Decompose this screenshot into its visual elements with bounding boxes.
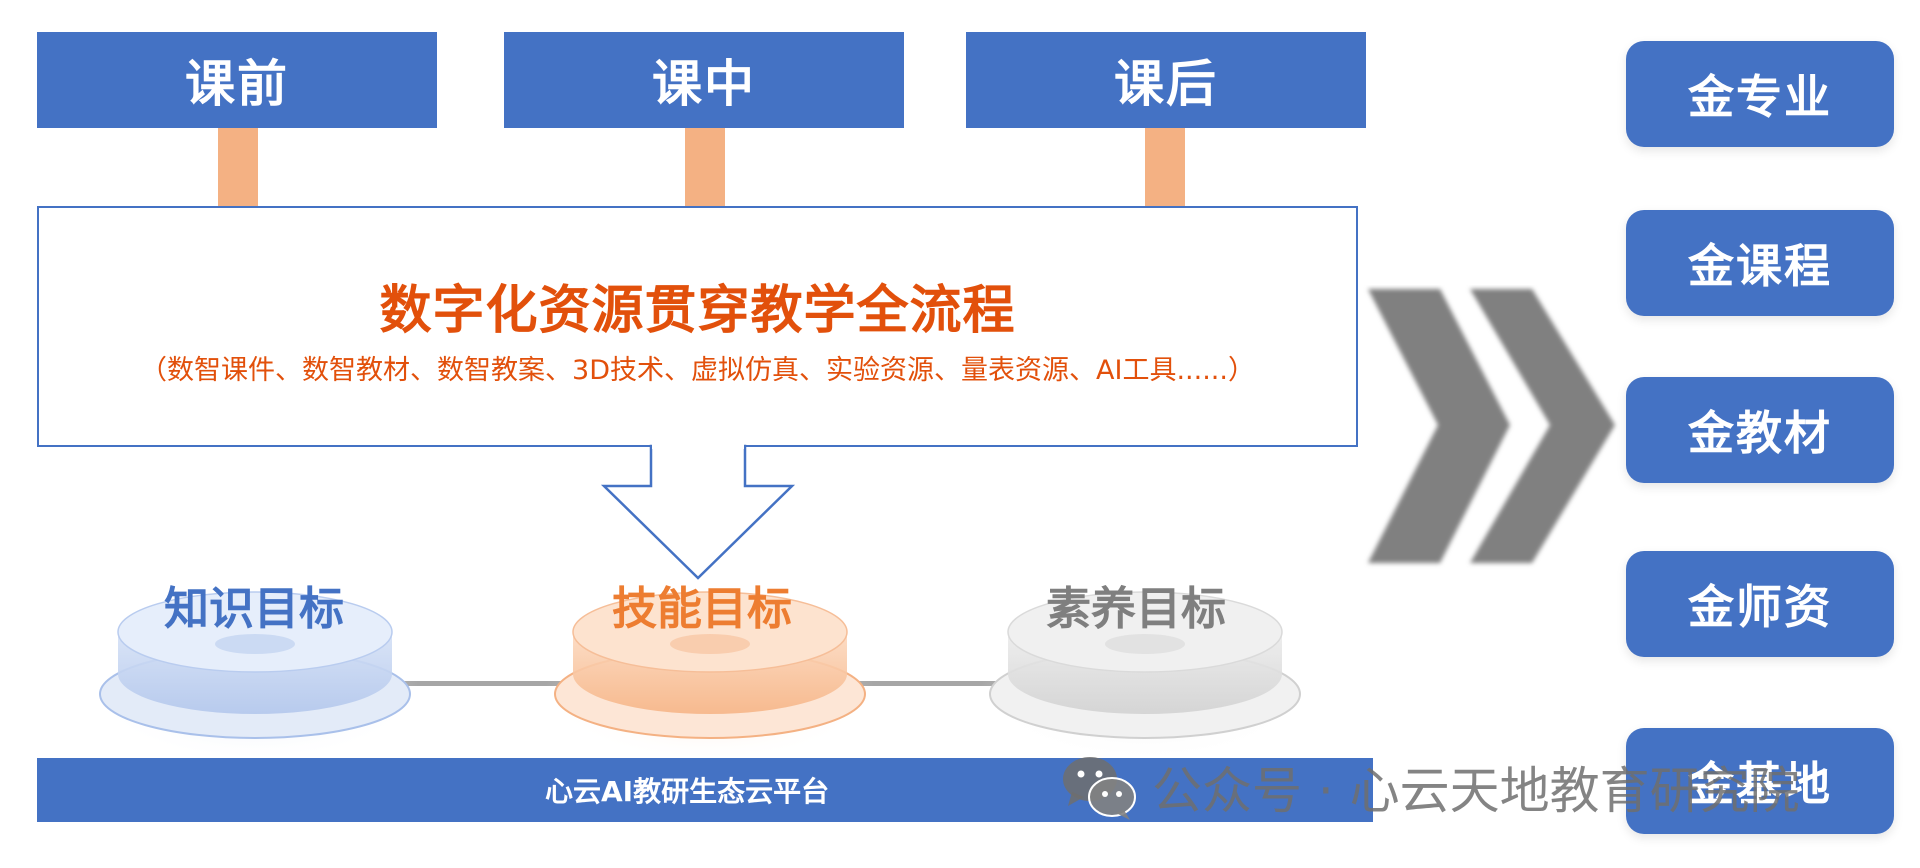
wechat-icon (1063, 757, 1136, 820)
gold-major: 金专业 (1626, 41, 1894, 147)
watermark-text: 公众号 · 心云天地教育研究院 (1152, 762, 1800, 820)
main-title: 数字化资源贯穿教学全流程 (379, 281, 1016, 341)
platform-bar: 心云AI教研生态云平台 (37, 758, 1373, 822)
watermark: 公众号 · 心云天地教育研究院 (1060, 752, 1800, 822)
connector-before (218, 128, 258, 206)
skill-disc (545, 582, 875, 762)
main-subtitle: （数智课件、数智教材、数智教案、3D技术、虚拟仿真、实验资源、量表资源、AI工具… (140, 355, 1255, 386)
phase-before-class: 课前 (37, 32, 437, 128)
gold-faculty: 金师资 (1626, 551, 1894, 657)
goal-knowledge: 知识目标 (163, 582, 344, 635)
goal-skill: 技能目标 (611, 582, 792, 635)
connector-in (685, 128, 725, 206)
down-arrow-icon (600, 444, 796, 580)
phase-in-class: 课中 (504, 32, 904, 128)
gold-base: 金基地 (1626, 728, 1894, 834)
connector-after (1145, 128, 1185, 206)
goal-literacy: 素养目标 (1045, 582, 1226, 635)
literacy-disc (980, 582, 1310, 762)
gold-textbook: 金教材 (1626, 377, 1894, 483)
double-chevron-icon (1368, 289, 1615, 563)
platform-label: 心云AI教研生态云平台 (545, 775, 830, 808)
main-resource-box: 数字化资源贯穿教学全流程 （数智课件、数智教材、数智教案、3D技术、虚拟仿真、实… (37, 206, 1358, 447)
gold-course: 金课程 (1626, 210, 1894, 316)
phase-after-class: 课后 (966, 32, 1366, 128)
knowledge-disc (90, 582, 420, 762)
